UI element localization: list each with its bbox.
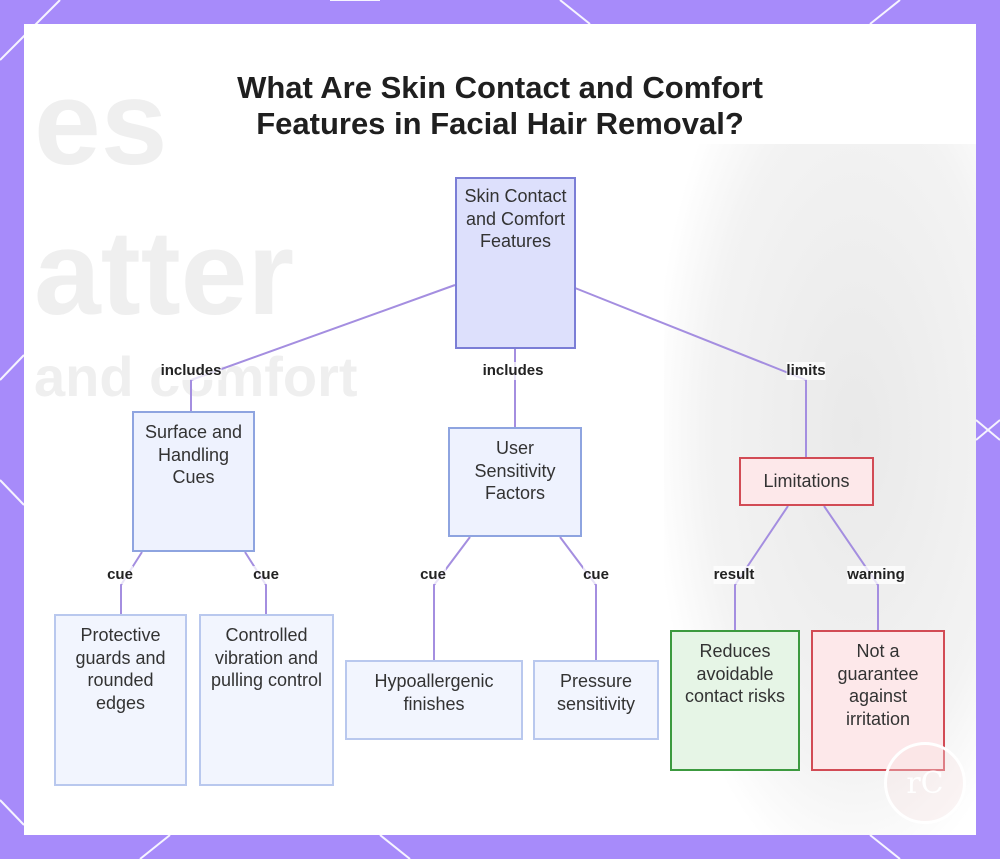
edge-root-limitations [574,287,807,457]
edge-limitations-notguarantee [823,505,879,630]
edge-label-cue-pressure: cue [583,566,609,584]
title-line-2: Features in Facial Hair Removal? [256,106,744,141]
edge-label-limits: limits [786,362,826,380]
title-line-1: What Are Skin Contact and Comfort [237,70,763,105]
node-skin-contact-comfort: Skin Contact and Comfort Features [455,177,576,349]
page-title: What Are Skin Contact and Comfort Featur… [0,70,1000,142]
edge-surface-controlled [244,551,267,614]
edge-user-pressure [559,536,597,660]
logo-glyph: rC [906,765,944,801]
watermark-line-1: es [34,56,168,190]
node-pressure-sensitivity: Pressure sensitivity [533,660,659,740]
brand-logo: rC [884,742,966,824]
edge-label-includes-user: includes [482,362,544,380]
edge-surface-protective [120,551,143,614]
edge-root-surface [190,284,456,411]
edge-label-includes-surface: includes [160,362,222,380]
edge-user-hypo [433,536,471,660]
node-user-sensitivity-factors: User Sensitivity Factors [448,427,582,537]
node-limitations: Limitations [739,457,874,506]
edge-label-result: result [713,566,755,584]
node-surface-handling-cues: Surface and Handling Cues [132,411,255,552]
edge-label-cue-protective: cue [107,566,133,584]
watermark-line-2: atter [34,206,295,340]
node-hypoallergenic-finishes: Hypoallergenic finishes [345,660,523,740]
edge-label-cue-hypo: cue [420,566,446,584]
node-controlled-vibration: Controlled vibration and pulling control [199,614,334,786]
node-protective-guards: Protective guards and rounded edges [54,614,187,786]
node-reduces-contact-risks: Reduces avoidable contact risks [670,630,800,771]
edge-label-cue-controlled: cue [253,566,279,584]
edge-label-warning: warning [847,566,905,584]
edge-limitations-reduces [734,505,789,630]
